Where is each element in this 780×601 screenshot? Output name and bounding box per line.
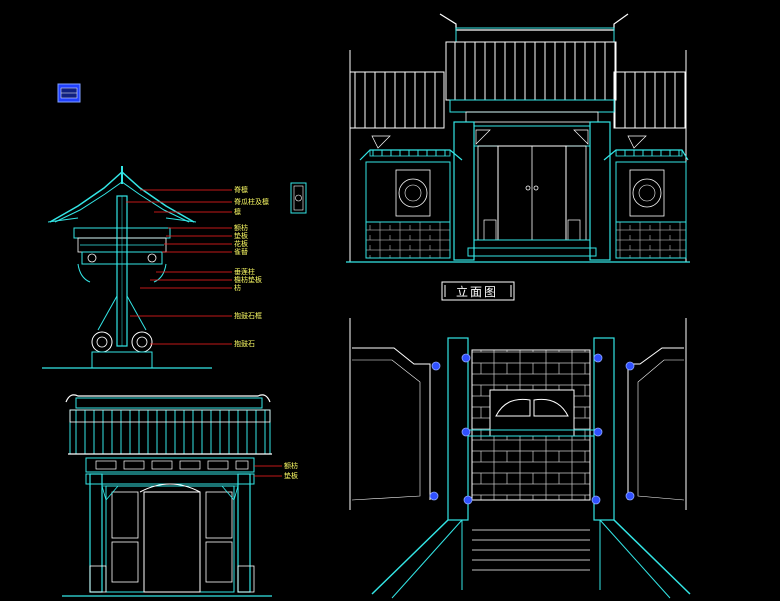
- section-drawing: [42, 166, 232, 369]
- ornament-panel: [290, 182, 307, 214]
- section-labels: 脊檩 脊瓜柱及檩 檩 额枋 垫板 花板 雀替 垂莲柱 檐枋垫板 枋 抱鼓石框 抱…: [234, 185, 269, 348]
- section-label: 抱鼓石框: [234, 311, 262, 320]
- section-label: 檩: [234, 207, 241, 216]
- section-label: 脊瓜柱及檩: [234, 197, 269, 206]
- section-label: 枋: [234, 283, 241, 292]
- gate-plan-drawing: [349, 318, 691, 599]
- section-label: 额枋: [234, 223, 248, 232]
- section-label: 抱鼓石: [234, 339, 255, 348]
- front-label: 额枋: [284, 461, 298, 470]
- section-label: 雀替: [234, 247, 248, 256]
- section-label: 垂莲柱: [234, 267, 255, 276]
- front-gate-elevation: [62, 394, 282, 597]
- section-label: 垫板: [234, 231, 248, 240]
- elevation-drawing: [346, 13, 690, 263]
- elevation-title: 立面图: [441, 281, 515, 301]
- elevation-title-text: 立面图: [456, 284, 498, 299]
- section-label: 脊檩: [234, 185, 248, 194]
- section-label: 花板: [234, 239, 248, 248]
- legend-thumbnail: [57, 83, 81, 103]
- section-label: 檐枋垫板: [234, 275, 262, 284]
- front-label: 垫板: [284, 471, 298, 480]
